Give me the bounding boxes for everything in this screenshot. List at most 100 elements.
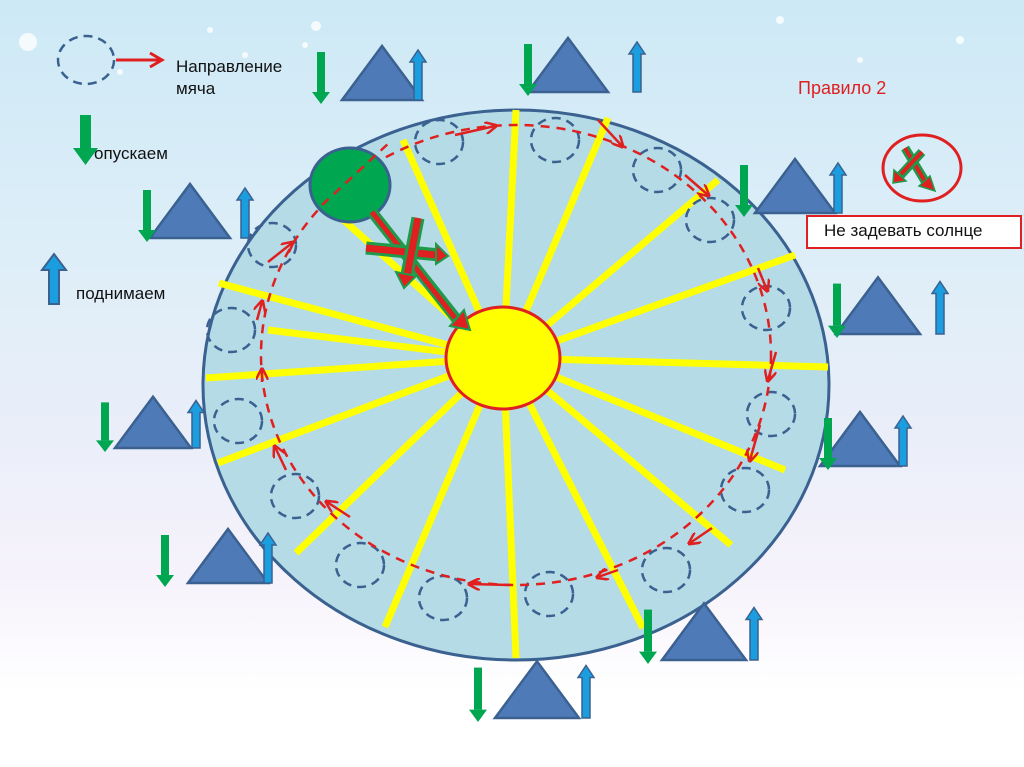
up-arrow-icon (893, 414, 913, 467)
player-position (745, 390, 797, 438)
up-arrow-icon (828, 161, 848, 214)
direction-label-line2: мяча (176, 79, 216, 98)
triangle-icon (185, 526, 271, 585)
sun-ray (381, 401, 485, 629)
path-arrow (684, 174, 708, 195)
direction-label: Направление мяча (176, 56, 282, 100)
path-arrow (768, 351, 778, 380)
triangle-icon (752, 156, 838, 215)
up-arrow-icon (186, 399, 206, 449)
up-arrow-icon (744, 606, 764, 661)
triangle-icon (817, 409, 903, 468)
sun-ray (543, 177, 721, 330)
path-arrow (327, 502, 351, 519)
triangle-icon (147, 181, 233, 240)
sun-ray (205, 357, 449, 382)
up-arrow-icon (258, 531, 278, 584)
up-arrow-icon (930, 280, 950, 335)
path-direction-arrows (257, 119, 778, 585)
rule-note: Не задевать солнце (806, 215, 1022, 249)
path-arrow (690, 526, 713, 543)
player-position (413, 118, 465, 166)
triangle-icon (525, 35, 611, 94)
triangle-icon (492, 659, 582, 720)
player-position (205, 306, 257, 354)
player-position (212, 397, 264, 445)
up-arrow-icon (235, 186, 255, 239)
path-arrow (267, 243, 292, 263)
triangle-icon (112, 394, 194, 450)
player-position (269, 472, 321, 520)
sun-ray (399, 138, 484, 315)
triangle-icon (339, 43, 425, 102)
snow-decor (19, 16, 964, 75)
down-arrow-icon (639, 609, 657, 664)
sun-ray (557, 355, 829, 371)
direction-arrow-icon (116, 51, 165, 69)
sun-ray (525, 399, 647, 630)
sun (444, 305, 562, 411)
player-position (631, 146, 683, 194)
path-arrow (598, 570, 619, 577)
rule-title: Правило 2 (798, 78, 887, 98)
outer-player (519, 35, 647, 96)
outer-players (96, 35, 950, 722)
sun-ray (267, 326, 449, 356)
sun-ray (216, 371, 453, 467)
forbidden-cross-icon (892, 145, 937, 193)
sun-ray (543, 386, 734, 548)
sun-ray (501, 406, 520, 659)
player-position (334, 541, 386, 589)
path-arrow (756, 267, 767, 290)
down-arrow-icon (519, 44, 537, 96)
up-arrow-icon (627, 40, 647, 93)
outer-player (735, 156, 848, 217)
sun-ray (502, 109, 520, 310)
down-arrow-icon (735, 165, 753, 217)
outer-player (156, 526, 278, 587)
outer-player (828, 275, 950, 338)
sun-ray (293, 389, 466, 556)
path-arrow (750, 424, 762, 460)
player-position (529, 116, 581, 164)
down-arrow-icon (828, 283, 846, 338)
up-arrow-icon (408, 48, 428, 101)
outer-player (469, 659, 596, 722)
outer-player (639, 601, 764, 664)
up-arrow-icon (576, 664, 596, 719)
up-label: поднимаем (76, 284, 166, 303)
direction-label-line1: Направление (176, 57, 283, 76)
sun-ray (218, 279, 451, 349)
sun-ray (553, 251, 797, 345)
down-arrow-icon (73, 115, 98, 165)
outer-player (138, 181, 255, 242)
down-arrow-icon (138, 190, 156, 242)
outer-player (312, 43, 428, 104)
outer-player (96, 394, 206, 452)
rule-circle-icon (881, 133, 963, 203)
path-arrow (275, 447, 288, 471)
player-position (640, 546, 692, 594)
player-position (523, 570, 575, 618)
forbidden-throw (365, 208, 472, 332)
path-arrow (454, 126, 495, 137)
path-arrow (257, 302, 262, 321)
down-arrow-icon (469, 667, 487, 722)
triangle-icon (659, 601, 749, 662)
ball (308, 146, 392, 224)
path-arrow (597, 119, 622, 146)
down-arrow-icon (156, 535, 174, 587)
ball-path (259, 123, 773, 587)
down-label: опускаем (94, 144, 168, 163)
down-arrow-icon (819, 418, 837, 470)
up-arrow-icon (40, 252, 68, 305)
down-arrow-icon (312, 52, 330, 104)
path-arrow (470, 584, 511, 585)
down-arrow-icon (96, 402, 114, 452)
triangle-icon (833, 275, 923, 336)
outer-player (817, 409, 913, 470)
dashed-circle-icon (56, 34, 116, 86)
sun-ray (521, 116, 612, 315)
player-position (719, 466, 771, 514)
